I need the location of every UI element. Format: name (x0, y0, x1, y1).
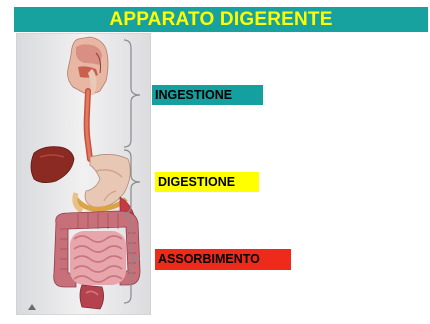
label-digestione: DIGESTIONE (155, 172, 259, 192)
assorbimento-bracket (124, 216, 140, 303)
digestione-bracket (124, 150, 140, 213)
label-ingestione: INGESTIONE (152, 85, 263, 105)
ingestione-bracket (124, 40, 140, 147)
label-assorbimento: ASSORBIMENTO (155, 249, 291, 270)
